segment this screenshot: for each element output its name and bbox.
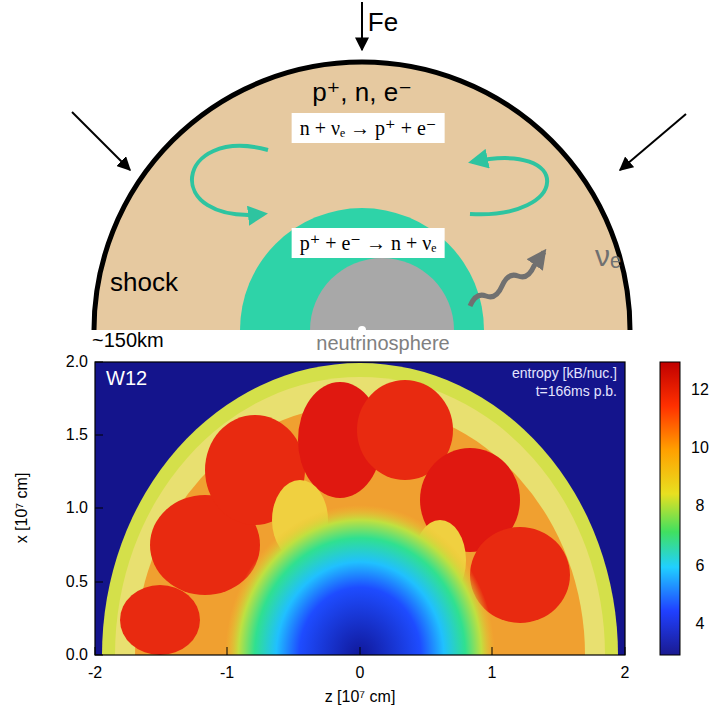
- plot-frame: [95, 362, 625, 655]
- tick-label: 0.0: [66, 646, 88, 664]
- reaction-equation: p⁺ + e⁻ → n + νₑ: [300, 232, 437, 254]
- convection-loop: [470, 158, 547, 214]
- time-label: t=166ms p.b.: [536, 384, 617, 399]
- element-label: Fe: [368, 8, 398, 37]
- colorbar-label: 4: [696, 615, 705, 633]
- infall-arrow: [72, 112, 130, 170]
- tick-label: 1.0: [66, 499, 88, 517]
- colorbar-label: 12: [691, 381, 709, 399]
- colorbar: [660, 362, 680, 655]
- neutrino-label: νₑ: [595, 239, 621, 272]
- tick-label: 1.5: [66, 426, 88, 444]
- axis-title: x [10⁷ cm]: [13, 473, 31, 544]
- infall-arrow: [620, 114, 686, 170]
- reaction-equation: n + νₑ → p⁺ + e⁻: [300, 117, 437, 139]
- reaction-box: p⁺ + e⁻ → n + νₑ: [292, 228, 445, 258]
- tick-label: 0: [356, 664, 365, 682]
- tick-label: 2.0: [66, 353, 88, 371]
- axis-ticks: [95, 362, 625, 655]
- gain-region: [94, 62, 630, 330]
- radius-label: ~150km: [92, 329, 164, 351]
- neutrino-arrow: [470, 252, 544, 306]
- reaction-box: n + νₑ → p⁺ + e⁻: [292, 113, 445, 143]
- cooling-layer: [240, 208, 484, 330]
- quantity-label: entropy [kB/nuc.]: [512, 366, 617, 381]
- colorbar-label: 6: [696, 557, 705, 575]
- entropy-plot: [95, 362, 680, 711]
- tick-label: 0.5: [66, 573, 88, 591]
- axis-title: z [10⁷ cm]: [325, 688, 396, 706]
- tick-label: 2: [621, 664, 630, 682]
- shock-label: shock: [110, 268, 178, 297]
- plume: [120, 585, 200, 655]
- star-schematic: [72, 2, 686, 334]
- neutrinosphere-core: [310, 258, 454, 330]
- tick-label: -1: [220, 664, 234, 682]
- model-name: W12: [106, 367, 147, 389]
- post-shock-region: [115, 377, 605, 655]
- tick-label: -2: [88, 664, 102, 682]
- shock-front: [94, 62, 630, 330]
- tick-label: 1: [488, 664, 497, 682]
- infall-arrow: [361, 2, 363, 50]
- convection-loop: [192, 146, 268, 215]
- post-shock-region: [102, 363, 618, 655]
- colorbar-label: 10: [691, 439, 709, 457]
- proto-neutron-star: [225, 505, 495, 655]
- colorbar-label: 8: [696, 497, 705, 515]
- composition-label: p⁺, n, e⁻: [312, 78, 412, 107]
- neutrinosphere-label: neutrinosphere: [316, 332, 449, 354]
